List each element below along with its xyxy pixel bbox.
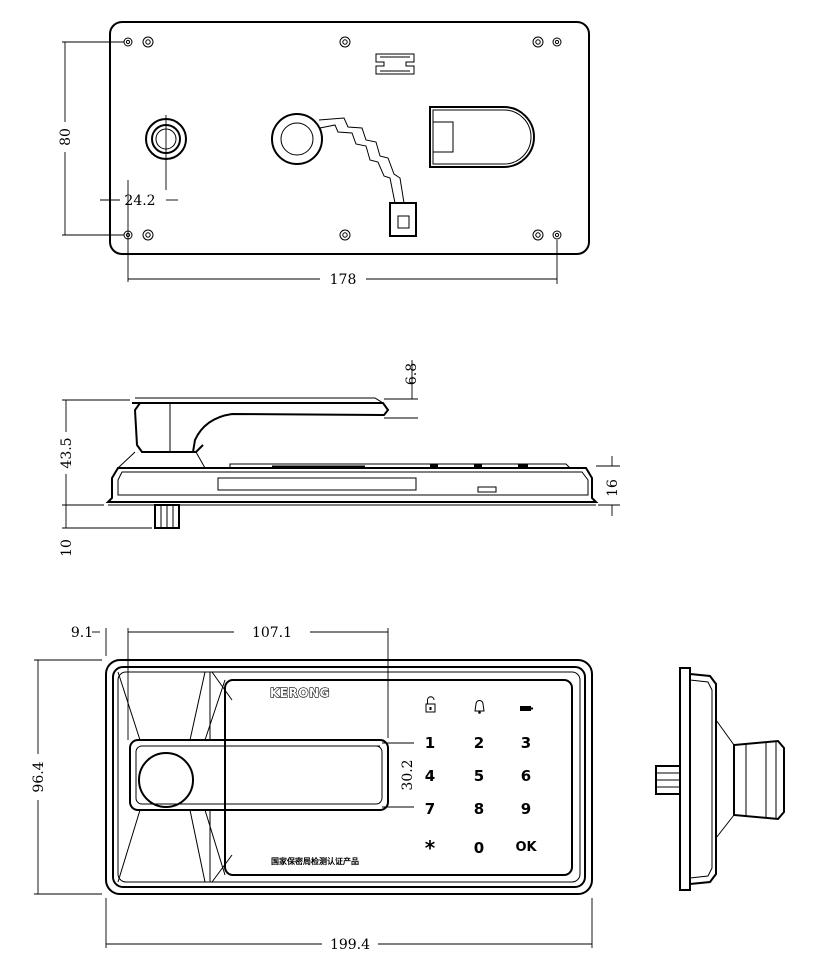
side-handle-lever: [132, 402, 390, 453]
key-5[interactable]: 5: [474, 767, 484, 785]
key-7[interactable]: 7: [425, 800, 435, 818]
key-8[interactable]: 8: [474, 800, 484, 818]
dim-back-offset: 24.2: [100, 180, 178, 282]
dim-handle-thickness: 6.8: [384, 360, 420, 419]
battery-icon: [520, 706, 533, 711]
dim-43-5-label: 43.5: [59, 437, 75, 468]
key-ok[interactable]: OK: [515, 840, 537, 855]
back-spindle-boss: [145, 115, 187, 190]
certification-text: 国家保密局检测认证产品: [271, 856, 359, 866]
dim-199-4-label: 199.4: [330, 937, 370, 953]
key-6[interactable]: 6: [521, 767, 531, 785]
unlock-icon: [425, 696, 436, 713]
dim-front-edge: 9.1: [71, 625, 129, 740]
back-plate-outline: [109, 21, 590, 255]
dim-handle-height: 30.2: [382, 742, 416, 808]
back-view: 80 24.2 178: [58, 21, 590, 288]
key-3[interactable]: 3: [521, 734, 531, 752]
side-base-plate: [105, 467, 599, 503]
end-plate: [679, 667, 691, 891]
front-handle: [129, 739, 389, 811]
front-view: KERONG 1 2 3 4 5 6 7 8 9 * 0 OK 国家保密局检测认…: [31, 625, 593, 953]
back-latch-arm: [271, 113, 417, 237]
dim-front-width: 199.4: [105, 898, 593, 953]
dim-back-width: 178: [128, 240, 558, 288]
dim-handle-length: 107.1: [128, 625, 389, 738]
bell-icon: [474, 700, 485, 714]
dim-6-8-label: 6.8: [404, 363, 420, 385]
dim-96-4-label: 96.4: [31, 761, 47, 792]
dim-24-label: 24.2: [124, 193, 155, 209]
key-2[interactable]: 2: [474, 734, 484, 752]
key-1[interactable]: 1: [425, 734, 435, 752]
brand-logo: KERONG: [270, 686, 330, 700]
dim-9-1-label: 9.1: [71, 625, 93, 641]
end-handle-knob: [733, 739, 785, 821]
dim-10-label: 10: [59, 539, 75, 557]
end-spindle: [655, 765, 681, 795]
dim-base-thickness: 16: [596, 456, 621, 516]
front-handle-facets: [117, 671, 233, 883]
key-star[interactable]: *: [425, 836, 436, 860]
back-connector: [375, 53, 415, 75]
back-battery-cover: [429, 106, 535, 168]
dim-80-label: 80: [58, 128, 74, 146]
back-screw-holes: [123, 36, 562, 241]
dim-back-height: 80: [58, 41, 124, 236]
side-spindle: [154, 504, 180, 529]
dim-16-label: 16: [605, 479, 621, 497]
dim-spindle: 10: [59, 505, 152, 557]
dim-178-label: 178: [330, 272, 357, 288]
key-9[interactable]: 9: [521, 800, 531, 818]
key-4[interactable]: 4: [425, 767, 435, 785]
dim-30-2-label: 30.2: [400, 759, 416, 790]
dim-side-height: 43.5: [59, 399, 130, 506]
keypad-panel: [224, 679, 573, 876]
side-handle-base: [133, 402, 204, 453]
front-outer-frame: [105, 659, 593, 895]
end-view: [655, 667, 785, 891]
key-0[interactable]: 0: [474, 839, 484, 857]
side-view: 6.8 43.5 16 10: [59, 360, 621, 557]
dim-107-1-label: 107.1: [252, 625, 292, 641]
dim-front-height: 96.4: [31, 659, 102, 895]
